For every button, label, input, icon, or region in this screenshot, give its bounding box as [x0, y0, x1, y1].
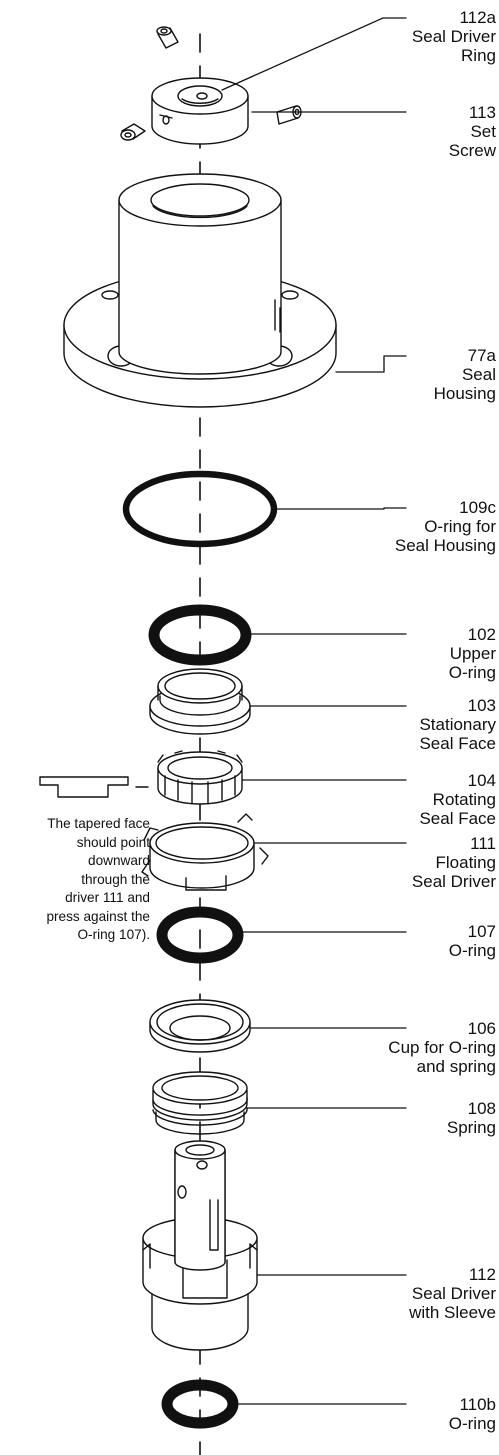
callout-108: 108 Spring — [447, 1099, 496, 1137]
part-name-line: Floating — [435, 853, 496, 872]
part-name-line: Seal Face — [419, 734, 496, 753]
note-line: downward — [88, 853, 150, 868]
set-screw-left-drawing — [120, 123, 146, 141]
callout-106: 106 Cup for O-ring and spring — [388, 1019, 496, 1076]
part-name-line: O-ring — [448, 663, 496, 682]
seal-driver-sleeve-drawing — [142, 1140, 258, 1351]
part-name-line: Stationary — [419, 715, 496, 734]
part-number: 103 — [467, 696, 496, 715]
part-name-line: O-ring for — [424, 517, 496, 536]
note-line: O-ring 107). — [77, 927, 150, 942]
seal-housing-drawing — [63, 173, 337, 408]
part-number: 106 — [467, 1019, 496, 1038]
part-name-line: Housing — [433, 384, 496, 403]
part-number: 77a — [467, 346, 496, 365]
part-name-line: and spring — [416, 1057, 496, 1076]
part-number: 102 — [467, 625, 496, 644]
part-number: 109c — [459, 498, 496, 517]
part-name-line: Ring — [461, 46, 496, 65]
part-name-line: O-ring — [448, 1414, 496, 1433]
callout-111: 111 Floating Seal Driver — [412, 834, 496, 891]
callout-109c: 109c O-ring for Seal Housing — [395, 498, 496, 555]
seal-driver-ring-drawing — [151, 77, 249, 145]
part-number: 111 — [470, 834, 496, 853]
stationary-seal-face-drawing — [149, 668, 251, 735]
set-screw-top-drawing — [156, 26, 179, 49]
note-line: driver 111 and — [65, 890, 150, 905]
part-name-line: Seal Face — [419, 809, 496, 828]
part-name-line: Spring — [446, 1118, 496, 1137]
note-line: press against the — [46, 908, 150, 924]
rotating-seal-face-drawing — [157, 750, 243, 805]
upper-oring-drawing — [148, 604, 252, 666]
part-number: 112 — [468, 1265, 496, 1284]
spring-drawing — [152, 1071, 248, 1135]
oring-107-drawing — [156, 906, 244, 964]
part-number: 112a — [459, 8, 496, 27]
tapered-face-note: The tapered face should point downward t… — [4, 815, 150, 945]
leader-lines — [221, 17, 407, 1405]
callout-110b: 110b O-ring — [449, 1395, 496, 1433]
tapered-face-profile-drawing — [39, 776, 149, 798]
callout-102: 102 Upper O-ring — [449, 625, 496, 682]
part-number: 113 — [468, 103, 496, 122]
oring-seal-housing-drawing — [122, 470, 278, 548]
part-name-line: Seal Driver — [411, 1284, 496, 1303]
note-line: The tapered face — [47, 816, 150, 831]
callout-113: 113 Set Screw — [449, 103, 496, 160]
note-line: through the — [81, 871, 150, 887]
cup-drawing — [149, 999, 251, 1053]
part-name-line: Set — [470, 122, 496, 141]
part-name-line: Seal Driver — [411, 27, 496, 46]
part-name-line: Rotating — [432, 790, 496, 809]
part-name-line: Screw — [448, 141, 496, 160]
part-number: 107 — [467, 922, 496, 941]
callout-112a: 112a Seal Driver Ring — [412, 8, 496, 65]
callout-103: 103 Stationary Seal Face — [419, 696, 496, 753]
part-name-line: with Sleeve — [409, 1303, 496, 1322]
floating-seal-driver-drawing — [141, 813, 269, 891]
callout-77a: 77a Seal Housing — [434, 346, 496, 403]
part-name-line: Seal Driver — [411, 872, 496, 891]
note-line: should point — [76, 834, 150, 850]
part-name-line: Cup for O-ring — [388, 1038, 496, 1057]
part-name-line: O-ring — [448, 941, 496, 960]
part-name-line: Upper — [449, 644, 496, 663]
part-number: 110b — [459, 1395, 496, 1414]
part-number: 104 — [467, 771, 496, 790]
callout-104: 104 Rotating Seal Face — [419, 771, 496, 828]
set-screw-right-drawing — [276, 105, 302, 125]
part-number: 108 — [467, 1099, 496, 1118]
part-name-line: Seal — [461, 365, 496, 384]
callout-107: 107 O-ring — [449, 922, 496, 960]
callout-112: 112 Seal Driver with Sleeve — [409, 1265, 496, 1322]
part-name-line: Seal Housing — [394, 536, 496, 555]
